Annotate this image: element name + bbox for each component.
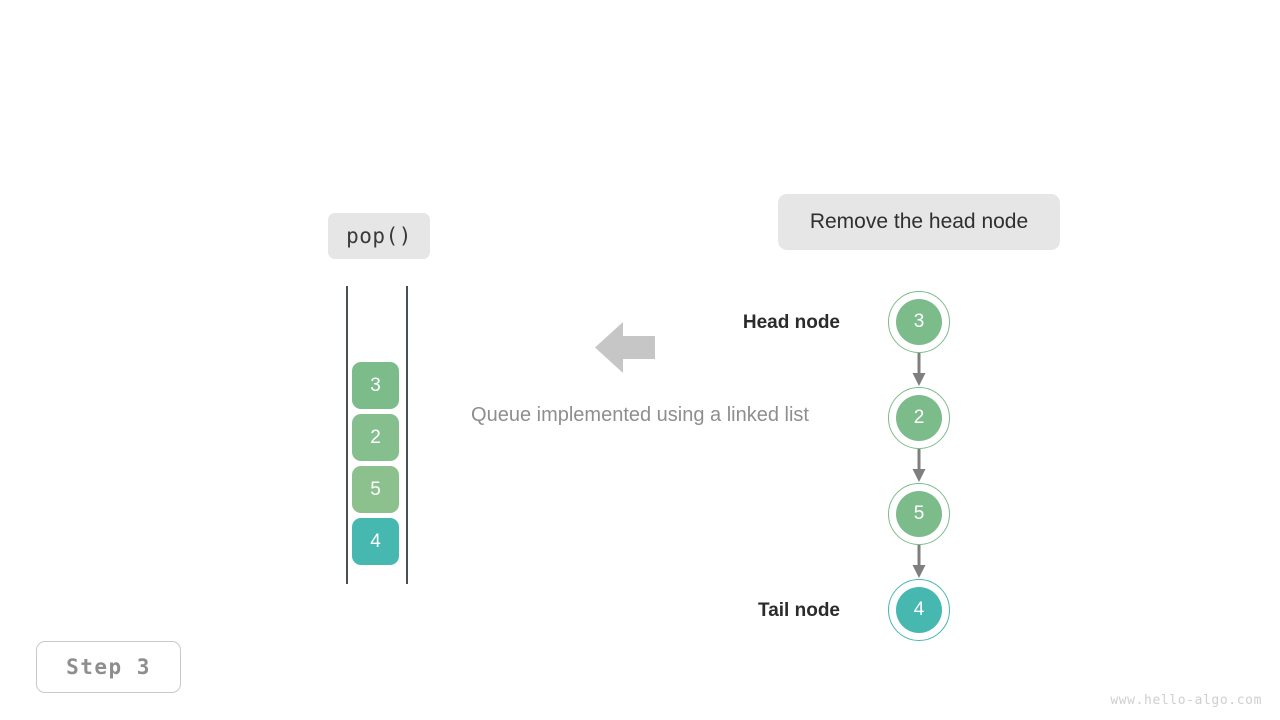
list-node-value: 2 xyxy=(913,407,925,428)
watermark: www.hello-algo.com xyxy=(1110,693,1262,708)
stack-cell-value: 3 xyxy=(370,374,381,396)
list-node: 5 xyxy=(888,483,950,545)
list-node-value: 5 xyxy=(913,503,925,524)
list-node-disc: 5 xyxy=(896,491,942,537)
center-caption: Queue implemented using a linked list xyxy=(0,404,1280,427)
step-indicator: Step 3 xyxy=(36,641,181,693)
stack-cell-value: 5 xyxy=(370,478,381,500)
list-node-value: 4 xyxy=(913,599,925,620)
annotation-label: Remove the head node xyxy=(778,194,1060,250)
stack-cell: 2 xyxy=(352,414,399,461)
link-arrow-icon xyxy=(911,545,927,579)
arrow-left-icon xyxy=(595,320,655,375)
tail-node-label: Tail node xyxy=(758,600,840,621)
stack-item-list: 3 2 5 4 xyxy=(352,357,399,565)
list-node-disc: 4 xyxy=(896,587,942,633)
head-node-label: Head node xyxy=(742,312,840,333)
list-node: 4 xyxy=(888,579,950,641)
stack-cell-value: 2 xyxy=(370,426,381,448)
center-caption-text: Queue implemented using a linked list xyxy=(471,404,809,426)
queue-stack-diagram: 3 2 5 4 xyxy=(346,286,408,584)
stack-cell: 4 xyxy=(352,518,399,565)
list-node: 3 xyxy=(888,291,950,353)
link-arrow-icon xyxy=(911,449,927,483)
list-node-disc: 3 xyxy=(896,299,942,345)
stack-cell: 5 xyxy=(352,466,399,513)
stack-cell-value: 4 xyxy=(370,530,381,552)
stack-cell: 3 xyxy=(352,362,399,409)
linked-list-diagram: 3 Head node 2 5 4 Tail node xyxy=(743,285,1015,650)
list-node-value: 3 xyxy=(913,311,925,332)
list-node: 2 xyxy=(888,387,950,449)
operation-label: pop() xyxy=(328,213,430,259)
list-node-disc: 2 xyxy=(896,395,942,441)
stack-rail-right xyxy=(406,286,408,584)
link-arrow-icon xyxy=(911,353,927,387)
stack-rail-left xyxy=(346,286,348,584)
